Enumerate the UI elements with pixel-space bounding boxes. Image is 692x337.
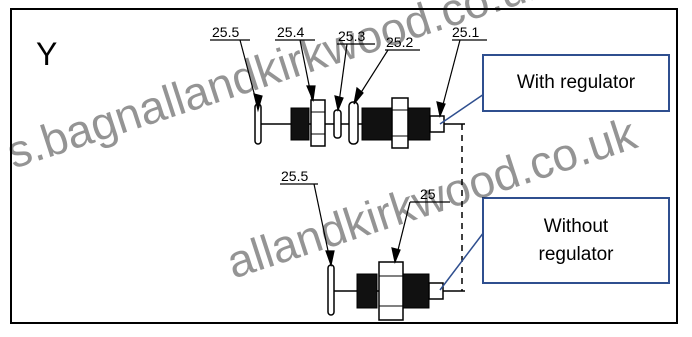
callout-with-text: With regulator (516, 72, 636, 94)
callout-without-regulator: Without regulator (482, 197, 670, 284)
part-upper-hex (391, 97, 409, 149)
label-25-5-lower: 25.5 (281, 168, 308, 184)
part-upper-rear (407, 107, 431, 141)
callout-without-line1: Without (543, 215, 609, 237)
label-25: 25 (420, 186, 436, 202)
part-25-4-nut (310, 99, 326, 147)
part-25-4-knurled (290, 107, 310, 141)
part-upper-body (361, 107, 393, 141)
label-25-3: 25.3 (338, 28, 365, 44)
part-25-5-lower (327, 264, 335, 316)
callout-pointer-without (439, 231, 485, 291)
part-lower-tip (428, 282, 444, 300)
lower-leaders (280, 183, 450, 268)
part-25-2-washer (348, 101, 359, 145)
label-25-2: 25.2 (386, 34, 413, 50)
part-lower-knurled (356, 273, 378, 309)
callout-pointer-with (439, 93, 485, 125)
label-25-1: 25.1 (452, 24, 479, 40)
part-25-nut (378, 261, 404, 321)
lower-assembly (327, 261, 465, 321)
part-lower-body (402, 273, 430, 309)
upper-leaders (210, 39, 487, 119)
upper-assembly (254, 97, 465, 149)
callout-without-line2: regulator (538, 243, 614, 265)
label-25-5-upper: 25.5 (212, 24, 239, 40)
part-25-1-tip (429, 115, 445, 133)
label-25-4: 25.4 (277, 24, 304, 40)
callout-with-regulator: With regulator (482, 54, 670, 112)
section-letter: Y (36, 36, 58, 72)
part-25-3-washer (333, 109, 342, 139)
